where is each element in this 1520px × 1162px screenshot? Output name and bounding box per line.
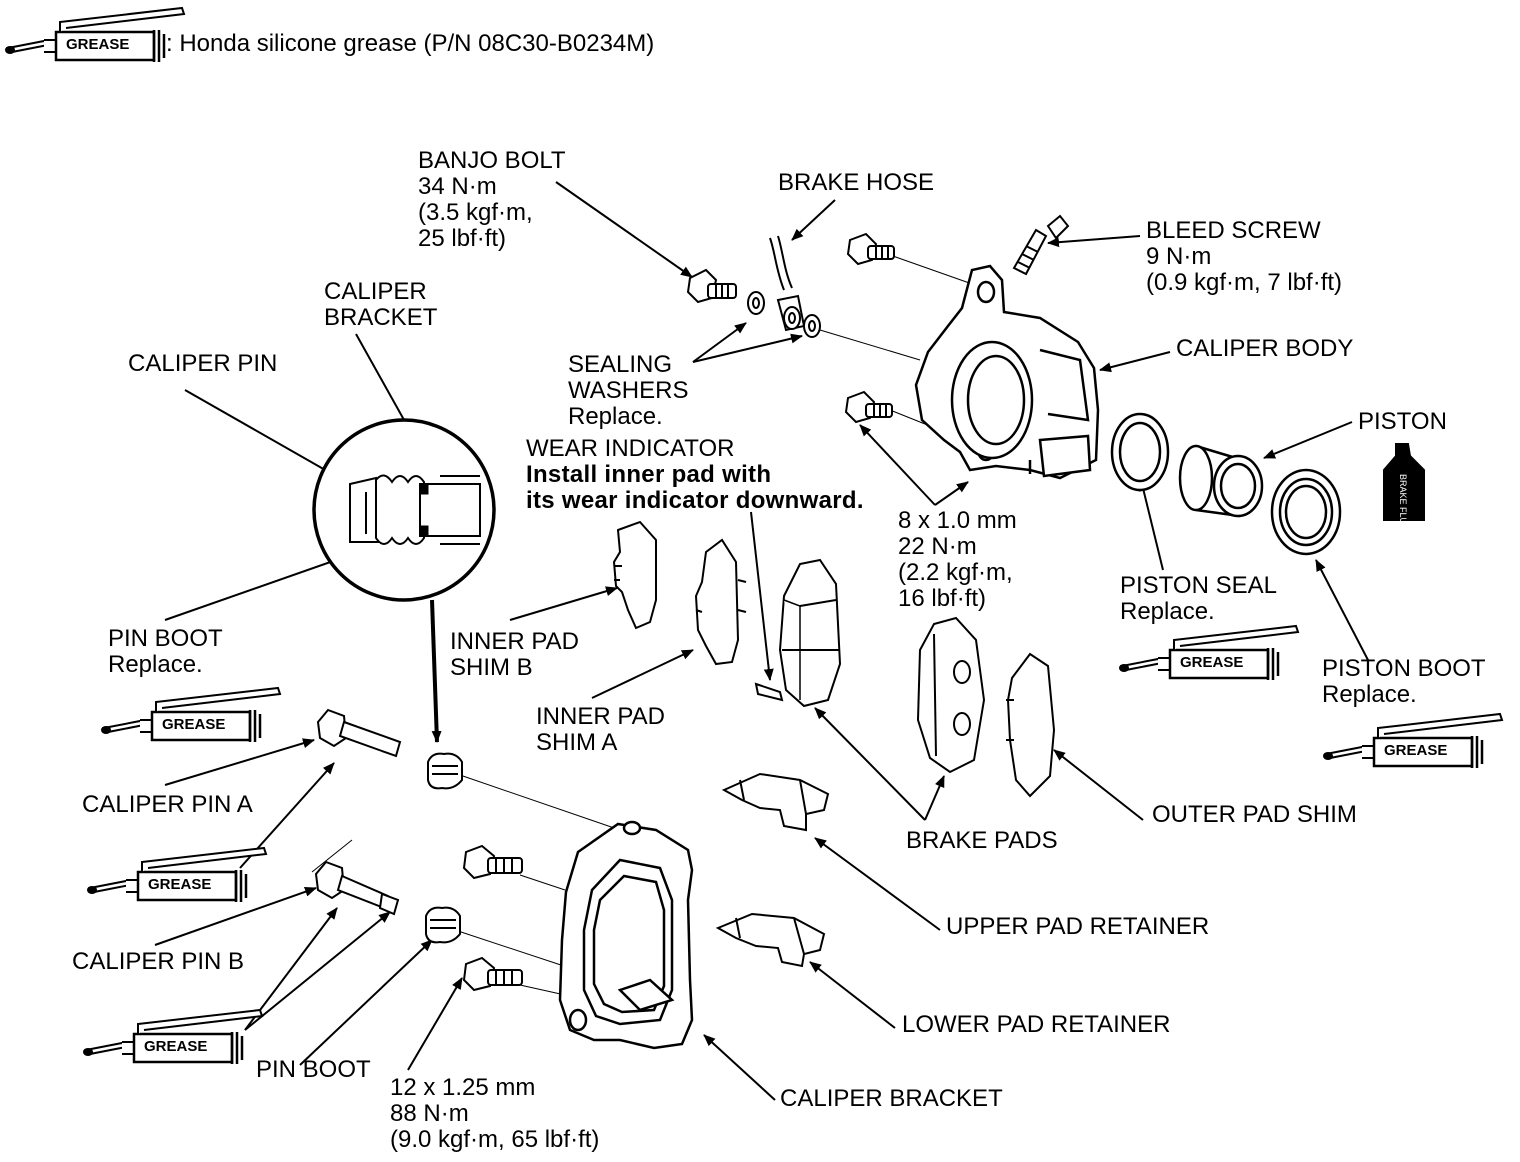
grease-tube-caliper-pin-b-label: GREASE — [144, 1038, 208, 1055]
leader-lines — [154, 181, 1369, 1101]
label-caliper-pin-a: CALIPER PIN A — [82, 791, 253, 818]
upper-pad-retainer — [721, 772, 830, 832]
label-brake-hose: BRAKE HOSE — [778, 169, 935, 196]
lower-pad-retainer — [715, 912, 826, 968]
caliper-pin-a — [316, 708, 402, 758]
grease-tube-pin-boot-label: GREASE — [162, 716, 226, 733]
brake-fluid-bottle — [1383, 443, 1425, 521]
bracket-bolt-upper — [462, 844, 523, 880]
label-caliper-body: CALIPER BODY — [1176, 335, 1354, 362]
piston — [1178, 444, 1264, 520]
caliper-body — [914, 264, 1100, 480]
label-outer-pad-shim: OUTER PAD SHIM — [1152, 801, 1357, 828]
label-brake-pads: BRAKE PADS — [906, 827, 1058, 854]
banjo-bolt — [686, 268, 737, 304]
label-piston: PISTON — [1358, 408, 1447, 435]
grease-tube-legend-label: GREASE — [66, 36, 130, 53]
brake-fluid-label: BRAKE FLUID — [1398, 474, 1408, 534]
caliper-body-bolt-lower — [844, 390, 893, 424]
label-upper-pad-retainer: UPPER PAD RETAINER — [946, 913, 1210, 940]
grease-tube-piston-seal-label: GREASE — [1180, 654, 1244, 671]
label-lower-pad-retainer: LOWER PAD RETAINER — [902, 1011, 1171, 1038]
grease-tube-caliper-pin-a-label: GREASE — [148, 876, 212, 893]
sealing-washer-2 — [803, 314, 821, 338]
grease-tube-piston-boot-label: GREASE — [1384, 742, 1448, 759]
label-pin-boot-bottom: PIN BOOT — [256, 1056, 371, 1083]
label-caliper-pin-b: CALIPER PIN B — [72, 948, 245, 975]
outer-brake-pad — [916, 616, 986, 774]
label-caliper-pin: CALIPER PIN — [128, 350, 278, 377]
grease-legend-text: : Honda silicone grease (P/N 08C30-B0234… — [166, 30, 655, 57]
inner-pad-shim-a — [694, 538, 747, 666]
piston-seal — [1110, 412, 1170, 492]
piston-boot — [1270, 468, 1342, 556]
brake-hose — [769, 235, 806, 332]
caliper-pin-detail-circle — [312, 418, 496, 602]
caliper-body-bolt-upper — [846, 232, 895, 266]
inner-brake-pad — [754, 558, 842, 708]
label-caliper-bracket-bottom: CALIPER BRACKET — [780, 1085, 1003, 1112]
outer-pad-shim — [1006, 652, 1056, 798]
bleed-screw — [1012, 214, 1070, 276]
caliper-bracket — [558, 820, 694, 1050]
label-wear-indicator: WEAR INDICATOR — [526, 435, 735, 462]
inner-pad-shim-b — [612, 520, 657, 630]
pin-boot-lower-part — [425, 906, 461, 944]
caliper-pin-b — [314, 860, 400, 916]
sealing-washer-1 — [747, 291, 765, 315]
bracket-bolt-lower — [462, 956, 523, 992]
pin-boot-upper-part — [427, 752, 463, 790]
